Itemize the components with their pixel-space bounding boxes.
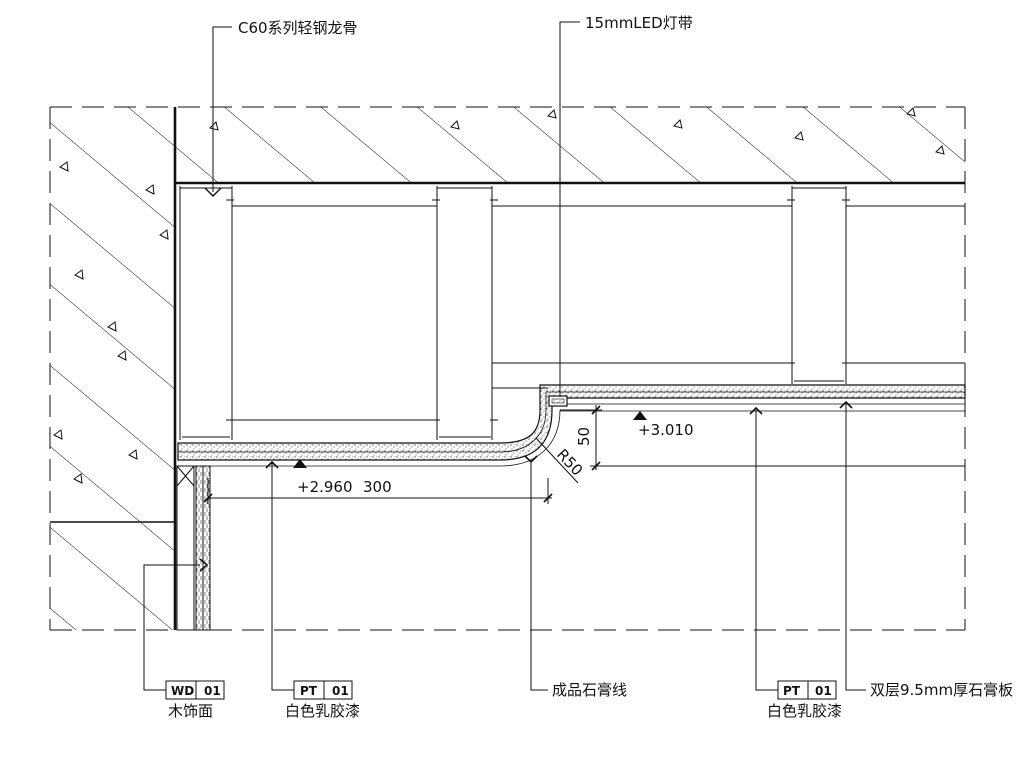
level-mark-low: +2.960 <box>293 459 353 496</box>
level-high-label: +3.010 <box>638 421 694 439</box>
dimension-height-label: 50 <box>575 427 593 446</box>
tag-wd: WD 01 木饰面 <box>143 558 225 720</box>
callout-board: 双层9.5mm厚石膏板 <box>839 400 1013 699</box>
tag-pt-left-num: 01 <box>332 684 349 698</box>
level-low-label: +2.960 <box>297 478 353 496</box>
led-strip <box>548 395 568 407</box>
tag-pt-right-num: 01 <box>815 684 832 698</box>
level-mark-high: +3.010 <box>633 411 694 439</box>
tag-wd-num: 01 <box>204 684 221 698</box>
callout-board-label: 双层9.5mm厚石膏板 <box>870 681 1013 699</box>
callout-keel-label: C60系列轻钢龙骨 <box>238 19 358 37</box>
tag-pt-right-desc: 白色乳胶漆 <box>767 702 842 720</box>
tag-pt-left: PT 01 白色乳胶漆 <box>265 460 360 720</box>
dimension-width: 300 <box>203 478 553 504</box>
tag-pt-left-desc: 白色乳胶漆 <box>285 702 360 720</box>
wood-veneer-wall <box>176 465 211 631</box>
gypsum-ceiling-low <box>177 384 966 467</box>
callout-molding-label: 成品石膏线 <box>552 681 627 699</box>
concrete-slab <box>50 106 965 185</box>
callout-led-label: 15mmLED灯带 <box>585 14 693 32</box>
tag-pt-left-code: PT <box>300 684 318 698</box>
dimension-height: 50 <box>560 405 965 471</box>
callout-led: 15mmLED灯带 <box>559 14 693 397</box>
dimension-width-label: 300 <box>363 478 392 496</box>
callout-molding: 成品石膏线 <box>524 455 627 699</box>
tag-pt-right: PT 01 白色乳胶漆 <box>749 406 842 720</box>
steel-framing <box>179 186 965 440</box>
dimension-radius-label: R50 <box>553 445 586 479</box>
tag-pt-right-code: PT <box>783 684 801 698</box>
tag-wd-desc: 木饰面 <box>168 702 213 720</box>
tag-wd-code: WD <box>171 684 194 698</box>
concrete-wall <box>49 107 966 631</box>
callout-keel: C60系列轻钢龙骨 <box>212 19 358 192</box>
